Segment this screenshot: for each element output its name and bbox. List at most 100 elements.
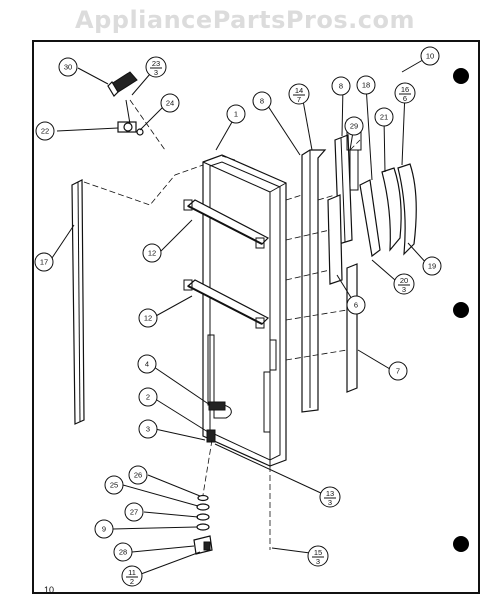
trim-strip-7 [346, 263, 358, 393]
callout-number: 2 [146, 393, 150, 402]
bottom-hinge-assembly [193, 429, 216, 555]
callout-c21: 21 [374, 107, 394, 127]
callout-c6: 6 [346, 295, 366, 315]
callout-circle [331, 76, 351, 96]
callout-circle [346, 295, 366, 315]
callout-c12b: 12 [138, 308, 158, 328]
callout-number: 24 [166, 99, 174, 108]
callout-c19: 19 [422, 256, 442, 276]
callout-c25: 25 [104, 475, 124, 495]
callout-circle [356, 75, 376, 95]
callout-circle [128, 465, 148, 485]
callout-c9: 9 [94, 519, 114, 539]
callout-number: 1 [234, 110, 238, 119]
callout-circle [252, 91, 272, 111]
binder-hole-top [453, 68, 469, 84]
callout-number: 25 [110, 481, 118, 490]
callout-circle [34, 252, 54, 272]
callout-c8a: 8 [252, 91, 272, 111]
callout-circle [94, 519, 114, 539]
callout-number: 22 [41, 127, 49, 136]
callout-c13: 133 [319, 486, 341, 508]
door-shelf-lower [183, 279, 270, 329]
callout-circle [113, 542, 133, 562]
top-hinge-assembly [107, 71, 144, 136]
binder-hole-bottom [453, 536, 469, 552]
diagram-frame [32, 40, 480, 594]
door-shelf-upper [183, 199, 270, 249]
callout-number: 18 [362, 81, 370, 90]
handle-assembly [346, 119, 417, 258]
callout-circle [420, 46, 440, 66]
assembly-lines [83, 99, 361, 550]
callout-number: 21 [380, 113, 388, 122]
callout-c11: 112 [121, 565, 143, 587]
side-channel-mid [327, 194, 343, 285]
callout-circle [226, 104, 246, 124]
callout-c23: 233 [145, 56, 167, 78]
callout-c27: 27 [124, 502, 144, 522]
binder-hole-middle [453, 302, 469, 318]
callout-number: 12 [144, 314, 152, 323]
callout-circle [388, 361, 408, 381]
callout-c8b: 8 [331, 76, 351, 96]
callout-circle [394, 82, 416, 104]
callout-circle [288, 83, 310, 105]
callout-c15: 153 [307, 545, 329, 567]
callout-circle [307, 545, 329, 567]
callout-number: 8 [339, 82, 343, 91]
callout-circle [138, 308, 158, 328]
callout-c20: 203 [393, 273, 415, 295]
callout-c12a: 12 [142, 243, 162, 263]
callout-number: 6 [354, 301, 358, 310]
callout-number: 29 [350, 122, 358, 131]
callout-c3: 3 [138, 419, 158, 439]
callout-number: 19 [428, 262, 436, 271]
callout-c16: 166 [394, 82, 416, 104]
callout-circle [145, 56, 167, 78]
callout-subnumber: 3 [154, 68, 158, 77]
callout-c28: 28 [113, 542, 133, 562]
callout-c2: 2 [138, 387, 158, 407]
callout-circle [374, 107, 394, 127]
callout-number: 10 [426, 52, 434, 61]
callout-number: 14 [295, 86, 303, 95]
callout-circle [124, 502, 144, 522]
callout-circle [35, 121, 55, 141]
callout-circle [393, 273, 415, 295]
callout-c22: 22 [35, 121, 55, 141]
callout-circle [137, 354, 157, 374]
page-number: 10 [44, 585, 55, 595]
callout-number: 28 [119, 548, 127, 557]
callout-number: 27 [130, 508, 138, 517]
callout-circle [344, 116, 364, 136]
callout-number: 26 [134, 471, 142, 480]
callout-c7: 7 [388, 361, 408, 381]
callout-number: 23 [152, 59, 160, 68]
callout-number: 3 [146, 425, 150, 434]
callout-number: 20 [400, 276, 408, 285]
callout-number: 11 [128, 568, 136, 577]
callout-circle [121, 565, 143, 587]
callout-circle [138, 419, 158, 439]
callout-c18: 18 [356, 75, 376, 95]
callout-circle [58, 57, 78, 77]
callout-subnumber: 7 [297, 95, 301, 104]
callout-circle [104, 475, 124, 495]
callout-c29: 29 [344, 116, 364, 136]
callout-number: 16 [401, 85, 409, 94]
callout-number: 7 [396, 367, 400, 376]
callout-subnumber: 6 [403, 94, 407, 103]
callout-subnumber: 3 [316, 557, 320, 566]
callout-c1: 1 [226, 104, 246, 124]
callout-c10: 10 [420, 46, 440, 66]
callout-circle [160, 93, 180, 113]
callout-number: 15 [314, 548, 322, 557]
callout-number: 30 [64, 63, 72, 72]
callout-circle [142, 243, 162, 263]
callout-number: 4 [145, 360, 149, 369]
callout-c17: 17 [34, 252, 54, 272]
callout-circle [319, 486, 341, 508]
